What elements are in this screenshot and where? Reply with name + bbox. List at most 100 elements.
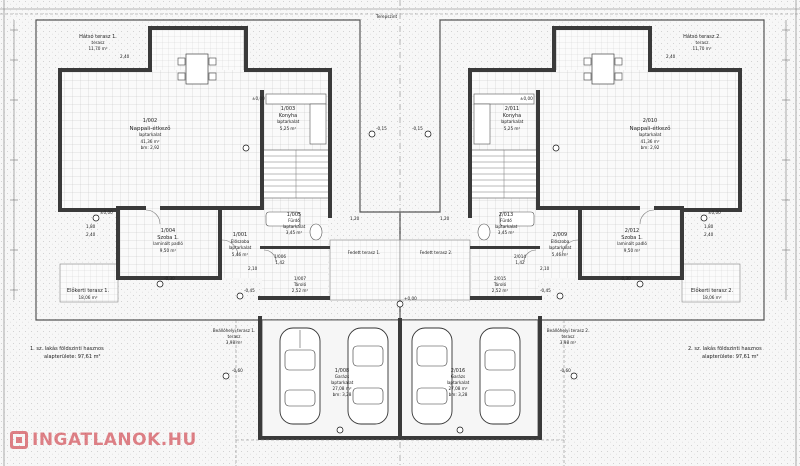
dim-4: 2,40 — [120, 54, 130, 59]
garage-left-id: 1/008 — [335, 368, 349, 374]
watermark-logo: INGATLANOK.HU — [10, 430, 197, 450]
wc-right-id: 2/014 — [514, 254, 526, 259]
covered-entry-left-label: Fedett terasz 1. — [348, 250, 381, 255]
back-terrace-right-label: Hátsó terasz 2. — [683, 33, 721, 40]
back-terrace-right-floor: terasz — [696, 40, 710, 45]
garage-right-height: bm: 3,28 — [449, 392, 468, 397]
wc-right-area: 1,42 — [515, 260, 525, 265]
kitchen-right-area: 5,25 m² — [504, 126, 521, 131]
storage-right-id: 2/015 — [494, 276, 506, 281]
living-left-area: 41,36 m² — [140, 139, 159, 144]
bath-right-name: Fürdő — [500, 218, 512, 223]
level-mark-5: -0,45 — [244, 288, 255, 293]
hall-right-id: 2/009 — [553, 232, 567, 238]
bedroom-left-floor: laminált padló — [153, 241, 183, 246]
garage-left-area: 27,08 m² — [332, 386, 351, 391]
unit-left — [58, 26, 401, 440]
level-mark-2: -0,15 — [376, 126, 387, 131]
hall-left-name: Előszoba — [231, 239, 250, 244]
back-terrace-left-area: 11,70 m² — [88, 46, 107, 51]
storage-left-id: 1/007 — [294, 276, 306, 281]
front-terrace-left-name: Előkerti terasz 1. — [67, 288, 110, 294]
dim-9: 1,20 — [350, 216, 360, 221]
parking-right-name: Beállóhelyi terasz 2. — [547, 328, 589, 333]
unit-left-total-line2: alapterülete: 97,61 m² — [44, 354, 101, 360]
kitchen-left-area: 5,25 m² — [280, 126, 297, 131]
living-right-area: 41,36 m² — [640, 139, 659, 144]
kitchen-left-floor: laptarkalat — [277, 119, 300, 124]
bedroom-right-id: 2/012 — [625, 228, 639, 234]
bath-right-area: 3,45 m² — [498, 230, 515, 235]
level-mark-11: -0,45 — [540, 288, 551, 293]
kitchen-right-floor: laptarkalat — [501, 119, 524, 124]
level-mark-7: ±0,00 — [520, 96, 533, 101]
garage-right-floor: laptarkalat — [447, 380, 470, 385]
bath-left-area: 3,45 m² — [286, 230, 303, 235]
watermark-brand-text: INGATLANOK.HU — [32, 430, 197, 450]
garage-left-height: bm: 3,28 — [333, 392, 352, 397]
garage-right-name: Garázs — [451, 374, 465, 379]
back-terrace-left-label: Hátsó terasz 1. — [79, 33, 117, 40]
front-terrace-left-area: 18,06 m² — [78, 295, 97, 300]
bath-right-floor: laptarkalat — [495, 224, 518, 229]
level-mark-10: -0,30 — [620, 276, 631, 281]
bath-left-floor: laptarkalat — [283, 224, 306, 229]
parking-left-floor: terasz — [228, 334, 242, 339]
storage-right-area: 2,52 m² — [492, 288, 509, 293]
living-left-height: bm: 2,92 — [141, 145, 160, 150]
back-terrace-left-floor: terasz — [92, 40, 106, 45]
hall-left-area: 5,46 m² — [232, 252, 249, 257]
unit-left-total-line1: 1. sz. lakás földszinti hasznos — [30, 345, 104, 352]
dim-5: 2,40 — [704, 232, 714, 237]
car-right-1 — [479, 327, 521, 425]
kitchen-left-id: 1/003 — [281, 106, 295, 112]
car-left-1 — [279, 327, 321, 425]
hall-right-name: Előszoba — [551, 239, 570, 244]
storage-left-name: Tároló — [293, 282, 307, 287]
garage-right-id: 2/016 — [451, 368, 465, 374]
living-right-floor: laptarkalat — [639, 132, 662, 137]
hall-left-id: 1/001 — [233, 232, 247, 238]
dim-10: 1,20 — [440, 216, 450, 221]
unit-right — [399, 26, 742, 440]
level-mark-4: -0,30 — [164, 276, 175, 281]
level-mark-1: ±0,00 — [252, 96, 265, 101]
bath-right-id: 2/013 — [499, 212, 513, 218]
parking-right-area: 3,98 m² — [560, 340, 577, 345]
unit-right-total-line2: alapterülete: 97,61 m² — [702, 354, 759, 360]
parking-right-floor: terasz — [562, 334, 576, 339]
back-terrace-right-area: 11,70 m² — [692, 46, 711, 51]
garage-left-name: Garázs — [335, 374, 349, 379]
level-mark-6: -0,60 — [232, 368, 243, 373]
parking-left-area: 3,98 m² — [226, 340, 243, 345]
wc-left-area: 1,42 — [275, 260, 285, 265]
car-left-2 — [347, 327, 389, 425]
ground-level-label: Terepszint — [375, 14, 397, 19]
car-right-2 — [411, 327, 453, 425]
right-dimension-ruler — [782, 20, 790, 300]
level-mark-13: +0,00 — [404, 296, 417, 301]
dim-6: 1,80 — [704, 224, 714, 229]
storage-right-name: Tároló — [493, 282, 507, 287]
covered-entry-right-label: Fedett terasz 2. — [420, 250, 453, 255]
parking-left-name: Beállóhelyi terasz 1. — [213, 328, 255, 333]
level-markers — [92, 130, 708, 434]
garage-right-area: 27,08 m² — [448, 386, 467, 391]
living-right-id: 2/010 — [643, 118, 657, 124]
bedroom-right-floor: laminált padló — [617, 241, 647, 246]
bedroom-right-name: Szoba 1. — [621, 235, 643, 241]
dim-8: 2,40 — [666, 54, 676, 59]
dim-1: 2,40 — [86, 232, 96, 237]
hall-right-area: 5,46 m² — [552, 252, 569, 257]
kitchen-left-name: Konyha — [279, 113, 297, 119]
hall-right-floor: laptarkalat — [549, 245, 572, 250]
living-right-height: bm: 2,92 — [641, 145, 660, 150]
level-mark-3: ±0,00 — [100, 210, 113, 215]
level-mark-12: -0,60 — [560, 368, 571, 373]
bedroom-left-name: Szoba 1. — [157, 235, 179, 241]
wc-left-id: 1/006 — [274, 254, 286, 259]
bedroom-left-id: 1/004 — [161, 228, 175, 234]
living-right-name: Nappali-étkező — [629, 125, 671, 132]
front-terrace-right-name: Előkerti terasz 2. — [691, 288, 734, 294]
